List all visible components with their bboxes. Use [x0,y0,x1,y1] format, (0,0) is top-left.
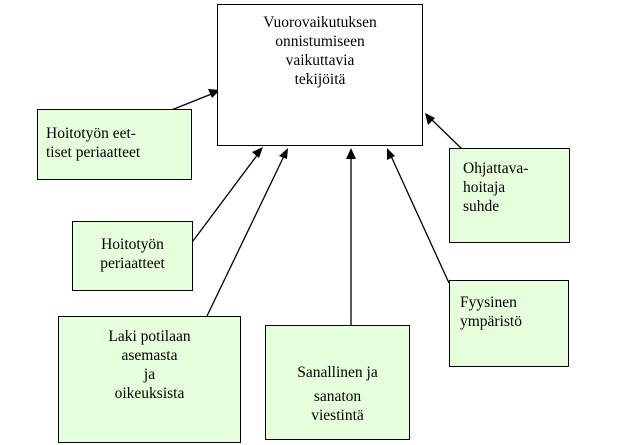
factor-principles-line-1: Hoitotyön [101,236,164,253]
factor-box-physical-environment: Fyysinen ympäristö [449,280,569,367]
arrow-communication-to-center [346,148,356,325]
factor-relationship-line-3: suhde [463,198,500,215]
factor-environment-line-1: Fyysinen [460,294,517,311]
arrow-ethics-to-center [168,89,220,112]
factor-box-ethical-principles: Hoitotyön eet- tiset periaatteet [37,109,192,180]
center-line-3: vaikuttavia [285,52,355,69]
central-concept-box: Vuorovaikutuksen onnistumiseen vaikuttav… [217,4,423,146]
factor-law-line-2: asemasta [121,347,178,364]
arrow-relationship-to-center [425,113,463,150]
factor-relationship-line-2: hoitaja [463,179,506,196]
factor-box-nursing-principles: Hoitotyön periaatteet [72,221,193,291]
factor-principles-line-2: periaatteet [100,255,165,272]
factor-communication-line-1: Sanallinen ja [297,364,378,381]
factor-box-communication: Sanallinen ja sanaton viestintä [265,325,410,440]
factor-box-relationship: Ohjattava- hoitaja suhde [449,148,570,243]
center-line-2: onnistumiseen [275,33,365,50]
factor-law-line-1: Laki potilaan [108,328,191,345]
factor-ethics-line-2: tiset periaatteet [46,144,141,161]
arrow-environment-to-center [387,148,450,284]
center-line-1: Vuorovaikutuksen [263,14,377,31]
factor-environment-line-2: ympäristö [460,313,522,330]
arrow-principles-to-center [192,147,263,242]
factor-communication-line-2: sanaton [313,388,362,405]
center-line-4: tekijöitä [294,71,346,88]
factor-ethics-line-1: Hoitotyön eet- [46,125,136,142]
factor-law-line-3: ja [143,366,156,383]
factor-law-line-4: oikeuksista [114,385,185,402]
factor-communication-line-3: viestintä [311,407,364,424]
arrow-law-to-center [206,148,288,317]
factor-box-patient-rights-law: Laki potilaan asemasta ja oikeuksista [58,316,241,443]
factor-relationship-line-1: Ohjattava- [463,160,529,177]
